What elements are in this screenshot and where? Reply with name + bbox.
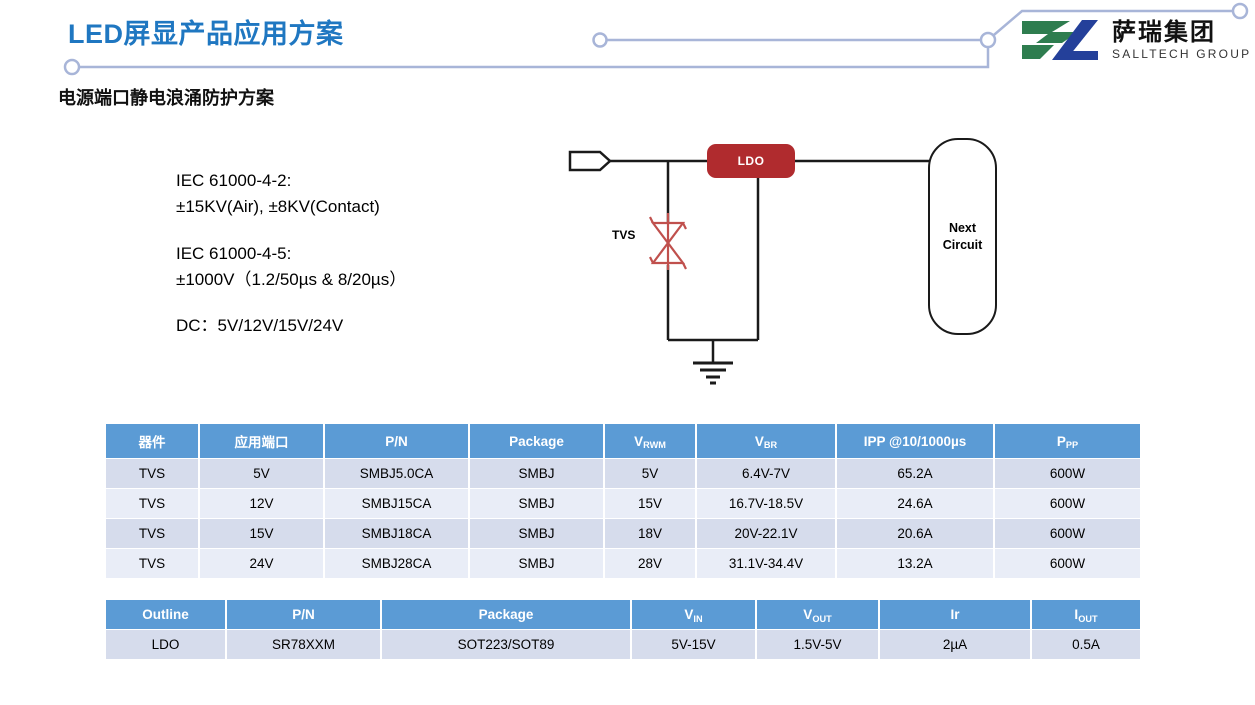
spec-group-surge: IEC 61000-4-5: ±1000V（1.2/50µs & 8/20µs） — [176, 241, 406, 294]
cell: 600W — [993, 518, 1140, 549]
spec-line: ±1000V（1.2/50µs & 8/20µs） — [176, 270, 407, 290]
circuit-svg — [568, 150, 930, 385]
column-header-device: 器件 — [106, 424, 200, 459]
logo-name-cn: 萨瑞集团 — [1112, 18, 1216, 46]
column-header-ir: Ir — [878, 600, 1032, 630]
column-header-vbr: VBR — [695, 424, 837, 459]
cell: 65.2A — [835, 458, 995, 489]
spec-group-dc: DC：5V/12V/15V/24V — [176, 313, 406, 339]
logo-green-shape — [1022, 21, 1078, 43]
cell: LDO — [106, 629, 227, 660]
cell: 31.1V-34.4V — [695, 548, 837, 579]
spec-group-esd: IEC 61000-4-2: ±15KV(Air), ±8KV(Contact) — [176, 168, 406, 221]
table-header-row: Outline P/N Package VIN VOUT Ir IOUT — [106, 600, 1140, 630]
cell: SMBJ15CA — [323, 488, 470, 519]
cell: 16.7V-18.5V — [695, 488, 837, 519]
cell: 20.6A — [835, 518, 995, 549]
cell: 15V — [198, 518, 325, 549]
column-header-package: Package — [468, 424, 605, 459]
spec-line: IEC 61000-4-5: — [176, 243, 292, 263]
cell: 28V — [603, 548, 697, 579]
column-header-pn: P/N — [323, 424, 470, 459]
cell: SMBJ — [468, 548, 605, 579]
column-header-ppp: PPP — [993, 424, 1140, 459]
column-header-iout: IOUT — [1030, 600, 1140, 630]
logo-text-block: 萨瑞集团 SALLTECH GROUP — [1112, 18, 1252, 61]
cell: 0.5A — [1030, 629, 1140, 660]
cell: 600W — [993, 488, 1140, 519]
table-header-row: 器件 应用端口 P/N Package VRWM VBR IPP @10/100… — [106, 424, 1140, 459]
spec-text-block: IEC 61000-4-2: ±15KV(Air), ±8KV(Contact)… — [176, 168, 406, 340]
table-row: TVS 12V SMBJ15CA SMBJ 15V 16.7V-18.5V 24… — [106, 488, 1140, 519]
column-header-vrwm: VRWM — [603, 424, 697, 459]
cell: 18V — [603, 518, 697, 549]
cell: 6.4V-7V — [695, 458, 837, 489]
cell: TVS — [106, 488, 200, 519]
cell: 2µA — [878, 629, 1032, 660]
spec-line: ±15KV(Air), ±8KV(Contact) — [176, 197, 380, 217]
tvs-label: TVS — [612, 228, 636, 242]
cell: TVS — [106, 548, 200, 579]
salltech-logo-mark — [1022, 20, 1098, 60]
ldo-block: LDO — [707, 144, 795, 178]
cell: 20V-22.1V — [695, 518, 837, 549]
column-header-ipp: IPP @10/1000µs — [835, 424, 995, 459]
cell: SMBJ18CA — [323, 518, 470, 549]
cell: 24.6A — [835, 488, 995, 519]
cell: 12V — [198, 488, 325, 519]
column-header-vout: VOUT — [755, 600, 880, 630]
tvs-diode-icon — [649, 213, 687, 270]
logo-name-en: SALLTECH GROUP — [1112, 46, 1252, 61]
logo-blue-base — [1060, 51, 1098, 60]
cell: 15V — [603, 488, 697, 519]
column-header-pn: P/N — [225, 600, 382, 630]
cell: SOT223/SOT89 — [380, 629, 632, 660]
column-header-port: 应用端口 — [198, 424, 325, 459]
cell: 1.5V-5V — [755, 629, 880, 660]
next-circuit-block: Next Circuit — [928, 138, 997, 335]
column-header-outline: Outline — [106, 600, 227, 630]
cell: 5V — [198, 458, 325, 489]
table-row: LDO SR78XXM SOT223/SOT89 5V-15V 1.5V-5V … — [106, 629, 1140, 660]
logo-green-shape-lower — [1022, 45, 1076, 59]
cell: 5V-15V — [630, 629, 757, 660]
cell: SMBJ28CA — [323, 548, 470, 579]
cell: SMBJ5.0CA — [323, 458, 470, 489]
ldo-spec-table: Outline P/N Package VIN VOUT Ir IOUT LDO… — [106, 600, 1140, 660]
cell: TVS — [106, 518, 200, 549]
cell: SR78XXM — [225, 629, 382, 660]
next-circuit-label: Next Circuit — [942, 220, 983, 252]
spec-line: IEC 61000-4-2: — [176, 171, 292, 190]
cell: TVS — [106, 458, 200, 489]
cell: SMBJ — [468, 518, 605, 549]
cell: SMBJ — [468, 488, 605, 519]
column-header-vin: VIN — [630, 600, 757, 630]
cell: SMBJ — [468, 458, 605, 489]
column-header-package: Package — [380, 600, 632, 630]
company-logo: 萨瑞集团 SALLTECH GROUP — [1018, 14, 1249, 66]
table-row: TVS 5V SMBJ5.0CA SMBJ 5V 6.4V-7V 65.2A 6… — [106, 458, 1140, 489]
section-subtitle: 电源端口静电浪涌防护方案 — [58, 88, 274, 108]
cell: 600W — [993, 458, 1140, 489]
table-row: TVS 15V SMBJ18CA SMBJ 18V 20V-22.1V 20.6… — [106, 518, 1140, 549]
deco-node-junction — [979, 31, 997, 49]
spec-line: DC：5V/12V/15V/24V — [176, 316, 344, 336]
cell: 5V — [603, 458, 697, 489]
circuit-diagram: TVS LDO Next Circuit — [540, 125, 1030, 395]
logo-blue-diagonal — [1052, 20, 1098, 60]
deco-node-middle — [592, 32, 608, 48]
input-connector-icon — [568, 150, 612, 172]
cell: 24V — [198, 548, 325, 579]
table-row: TVS 24V SMBJ28CA SMBJ 28V 31.1V-34.4V 13… — [106, 548, 1140, 579]
cell: 600W — [993, 548, 1140, 579]
deco-node-left — [63, 58, 81, 76]
ldo-label: LDO — [737, 154, 765, 168]
page-title: LED屏显产品应用方案 — [68, 19, 344, 49]
tvs-spec-table: 器件 应用端口 P/N Package VRWM VBR IPP @10/100… — [106, 424, 1140, 579]
cell: 13.2A — [835, 548, 995, 579]
